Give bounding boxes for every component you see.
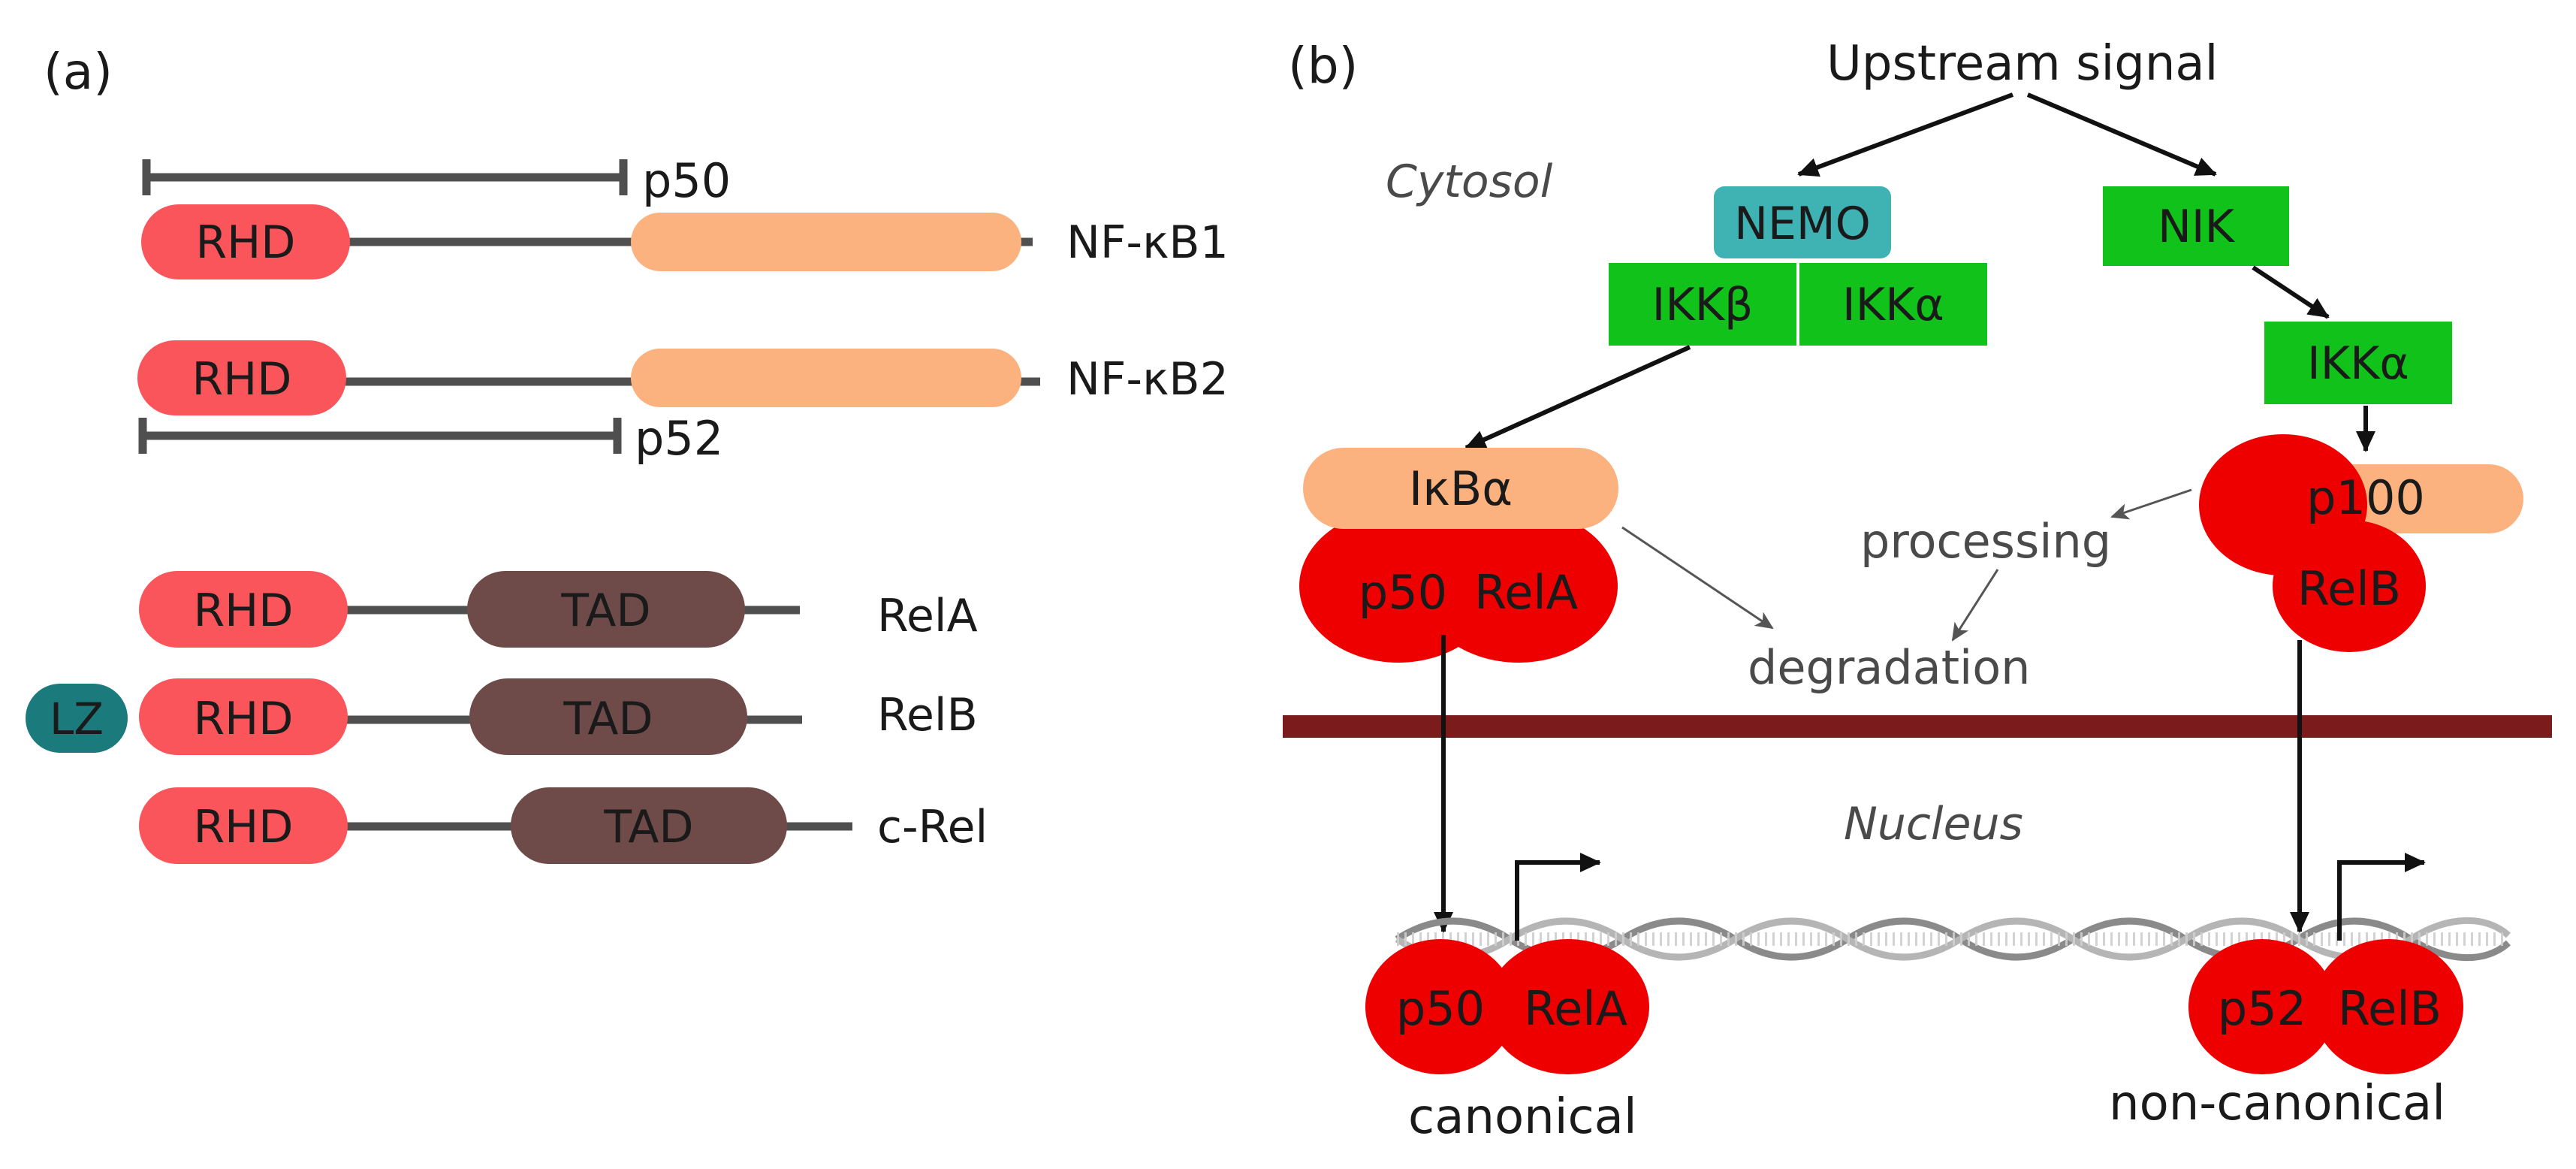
rhd-label: RHD [193, 801, 293, 853]
rela-cytosol-label: RelA [1474, 565, 1578, 620]
ikk-beta-box [1609, 263, 1796, 346]
panel-a: (a) p50 RHD NF-κB1 RHD NF-κB2 [26, 43, 1229, 864]
tad-domain [467, 571, 745, 648]
rhd-label: RHD [195, 216, 295, 269]
rhd-label: RHD [192, 353, 291, 406]
rela-cytosol [1419, 509, 1618, 663]
ikk-alpha-label: IKKα [1842, 279, 1944, 331]
tad-label: TAD [563, 693, 653, 745]
panel-b-label: (b) [1288, 37, 1358, 95]
ikk-beta-label: IKKβ [1652, 279, 1754, 331]
noncanonical-cytosolic-complex: p100 RelB [2199, 434, 2523, 652]
nfkb2-domain-map: RHD [137, 340, 1040, 415]
rela-nucleus [1487, 939, 1649, 1074]
ikk-alpha-box [1799, 263, 1987, 346]
panel-b: (b) Upstream signal Cytosol NEMO IKKβ IK… [1283, 36, 2552, 1145]
rhd-domain [139, 678, 348, 755]
nfkb1-domain-map: RHD [141, 204, 1033, 279]
lz-label: LZ [50, 693, 104, 745]
nuclear-membrane [1283, 715, 2552, 738]
arrow-p100-to-processing [2110, 488, 2192, 520]
relb-cytosol-label: RelB [2297, 561, 2401, 616]
rhd-label: RHD [193, 584, 293, 637]
protein-label-relb: RelB [877, 689, 978, 742]
noncanonical-nuclear-dimer: p52 RelB [2188, 939, 2463, 1074]
tad-domain [469, 678, 747, 755]
p100-label: p100 [2306, 470, 2425, 525]
rhd-domain [139, 571, 348, 648]
lz-domain [26, 684, 128, 753]
tad-domain [511, 787, 787, 864]
rhd-domain [139, 787, 348, 864]
relb-nucleus-label: RelB [2338, 981, 2442, 1036]
arrow-signal-to-nemo [1797, 92, 2014, 177]
canonical-cytosolic-complex: IκBα p50 RelA [1299, 448, 1618, 663]
nik-box [2103, 186, 2289, 266]
processing-label: processing [1860, 514, 2111, 569]
arrow-processing-to-degradation [1951, 569, 1999, 642]
nemo-label: NEMO [1734, 198, 1871, 250]
ikk-complex: NEMO IKKβ IKKα [1609, 186, 1987, 346]
arrow-ikk-to-ikba [1464, 345, 1691, 450]
protein-label-rela: RelA [877, 590, 978, 642]
rela-nucleus-label: RelA [1524, 981, 1627, 1036]
nucleus-label: Nucleus [1844, 798, 2023, 850]
p50-nucleus-label: p50 [1396, 981, 1485, 1036]
protein-label-nfkb1: NF-κB1 [1066, 216, 1229, 269]
p52-nucleus [2188, 939, 2336, 1074]
upstream-signal-label: Upstream signal [1826, 36, 2218, 92]
transcription-start-arrow-noncanonical [2337, 853, 2426, 941]
p50-cytosol-label: p50 [1359, 565, 1447, 620]
relb-nucleus [2313, 939, 2463, 1074]
nik-label: NIK [2158, 201, 2236, 253]
protein-label-nfkb2: NF-κB2 [1066, 353, 1229, 406]
canonical-nuclear-dimer: p50 RelA [1365, 939, 1649, 1074]
rhd-domain [137, 340, 346, 415]
cytosol-label: Cytosol [1386, 156, 1553, 208]
nemo-box [1714, 186, 1891, 258]
rela-domain-map: TAD RHD [139, 571, 800, 648]
tad-label: TAD [560, 584, 650, 637]
p52-bracket [138, 418, 622, 454]
ikba-box [1303, 448, 1618, 529]
relb-domain-map: TAD LZ RHD [26, 678, 802, 755]
crel-domain-map: TAD RHD [139, 787, 852, 864]
non-canonical-label: non-canonical [2109, 1076, 2445, 1131]
tad-label: TAD [603, 801, 693, 853]
p50-bracket [142, 159, 628, 195]
rhd-label: RHD [193, 693, 293, 745]
p52-bracket-label: p52 [635, 411, 723, 466]
precursor-tail-domain [631, 213, 1021, 271]
p50-bracket-label: p50 [642, 153, 731, 208]
arrow-signal-to-nik [2026, 92, 2217, 177]
relb-cytosol [2273, 520, 2426, 652]
arrow-nik-to-ikka [2252, 265, 2330, 319]
transcription-start-arrow-canonical [1515, 853, 1601, 941]
ikba-label: IκBα [1409, 461, 1513, 516]
rhd-domain [141, 204, 350, 279]
protein-label-crel: c-Rel [877, 801, 988, 853]
panel-a-label: (a) [44, 43, 113, 101]
canonical-label: canonical [1408, 1089, 1637, 1145]
precursor-tail-domain [631, 349, 1021, 407]
ikk-alpha-noncanonical-label: IKKα [2307, 337, 2409, 390]
p50-nucleus [1365, 939, 1516, 1074]
p52-nucleus-label: p52 [2218, 981, 2306, 1036]
ikk-alpha-noncanonical-box [2264, 322, 2452, 404]
degradation-label: degradation [1748, 640, 2030, 695]
arrow-ikba-to-degradation [1621, 526, 1774, 630]
